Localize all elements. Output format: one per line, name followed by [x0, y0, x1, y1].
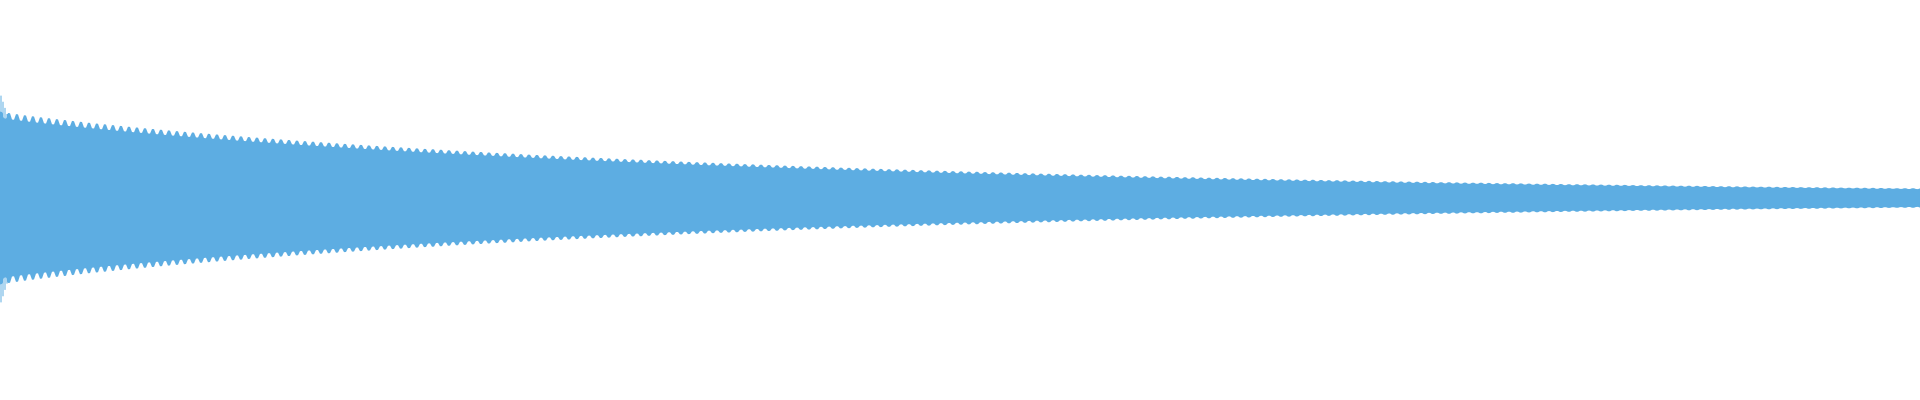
waveform-attack-transient — [0, 95, 12, 303]
waveform-envelope — [0, 111, 1920, 285]
